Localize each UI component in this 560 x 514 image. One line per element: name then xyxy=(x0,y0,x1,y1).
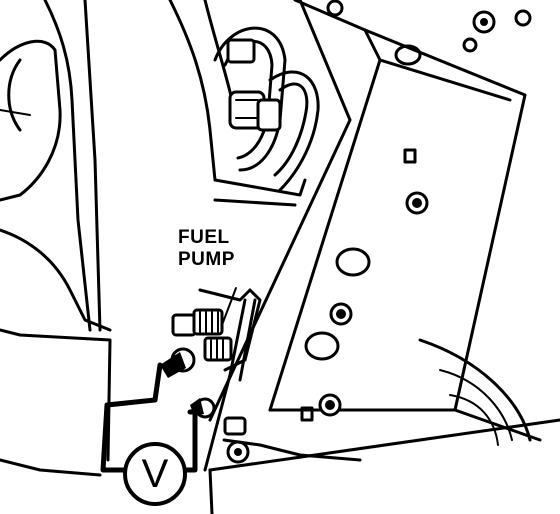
fuel-line-tubing xyxy=(168,0,320,207)
voltmeter-symbol: V xyxy=(141,452,169,496)
voltmeter-circle xyxy=(123,442,187,506)
mounting-bracket xyxy=(208,0,542,442)
left-engine-block xyxy=(0,0,112,477)
fuel-pump-label-line1: FUEL xyxy=(178,227,230,248)
lower-right-housing xyxy=(208,338,560,514)
fuel-pump-label-line2: PUMP xyxy=(178,249,235,270)
fuel-pump-body xyxy=(160,288,262,472)
voltmeter-leads xyxy=(100,362,198,473)
fuel-pump-label: FUEL PUMP xyxy=(178,227,235,271)
callout-leader-line xyxy=(221,287,237,326)
